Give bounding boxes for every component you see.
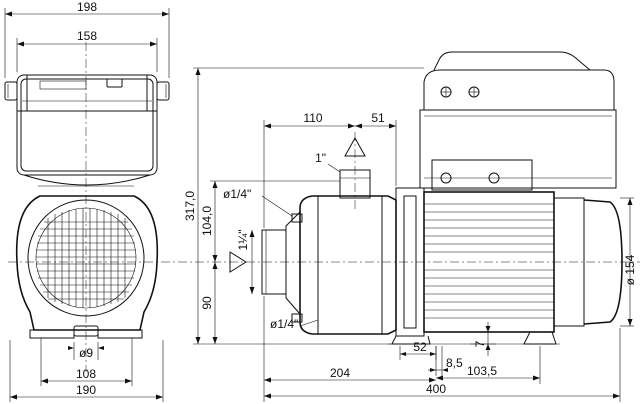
dim-90: 90 (200, 296, 214, 310)
dim-400: 400 (426, 382, 446, 396)
dim-motor-dia: ø 154 (623, 254, 637, 285)
dim-110: 110 (303, 111, 322, 125)
dim-103-5: 103,5 (467, 364, 497, 378)
dim-52: 52 (413, 340, 427, 354)
side-dimensions: 317,0 104,0 90 110 51 1" ø1/4" 1¼" (183, 67, 637, 402)
screw-icon (440, 172, 452, 184)
discharge-port (339, 169, 371, 199)
dim-158: 158 (77, 29, 97, 43)
dim-suction-thread: 1¼" (236, 230, 250, 251)
side-view (229, 51, 623, 345)
dim-plug-bottom: ø1/4" (270, 317, 298, 331)
discharge-arrow (344, 136, 366, 157)
dim-51: 51 (371, 111, 385, 125)
dim-104: 104,0 (200, 206, 214, 236)
dim-190: 190 (76, 383, 96, 397)
dim-7: 7 (473, 340, 487, 347)
dim-8-5: 8,5 (446, 356, 463, 370)
dim-198: 198 (77, 0, 97, 14)
dim-hole-dia: ø9 (79, 346, 93, 360)
fan-grille (36, 208, 136, 308)
dim-plug-top: ø1/4" (223, 187, 251, 201)
dim-317: 317,0 (183, 191, 197, 221)
pump-body (299, 195, 397, 335)
dim-108: 108 (76, 367, 96, 381)
side-terminal-box (423, 69, 615, 111)
suction-arrow (229, 251, 247, 273)
screw-icon (488, 172, 500, 184)
dim-204: 204 (330, 366, 350, 380)
front-fan-cowl (15, 195, 159, 331)
front-terminal-box (16, 74, 158, 176)
dim-discharge-thread: 1" (315, 151, 326, 165)
motor-fins (424, 203, 554, 319)
front-view: 198 158 ø9 108 190 (4, 0, 640, 402)
